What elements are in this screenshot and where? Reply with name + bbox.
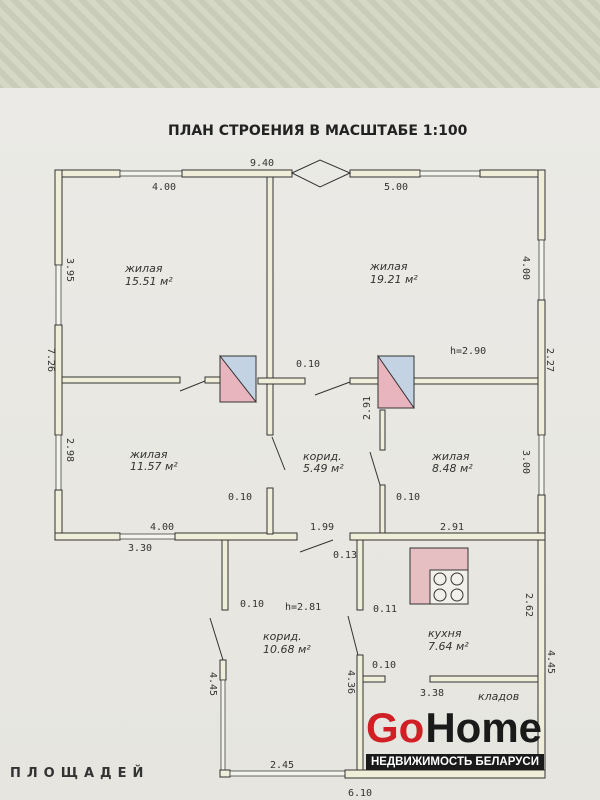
dimension-label: 0.13 (333, 550, 357, 561)
dimension-label: 2.45 (270, 760, 294, 771)
dimension-label: 4.00 (152, 182, 176, 193)
dimension-label: 2.91 (362, 396, 373, 420)
dimension-label: 0.10 (396, 492, 420, 503)
dimension-label: 2.91 (440, 522, 464, 533)
footer-label: ПЛОЩАДЕЙ (10, 766, 150, 781)
room-name: кладов (478, 690, 519, 703)
dimension-label: 7.26 (45, 348, 56, 372)
dimension-label: 2.27 (544, 348, 555, 372)
dimension-label: 0.10 (296, 359, 320, 370)
room-labels: жилая 15.51 м² жилая 19.21 м² жилая 11.5… (124, 260, 519, 703)
fabric-background (0, 0, 600, 92)
room-name: жилая (129, 448, 168, 461)
entrance-door-icon (290, 159, 352, 188)
room-name: жилая (124, 262, 163, 275)
dimension-label: 4.36 (345, 670, 356, 694)
room-area: 5.49 м² (303, 462, 344, 475)
dimension-label: 4.45 (545, 650, 556, 674)
room-area: 11.57 м² (130, 460, 178, 473)
dimension-label: 2.98 (64, 438, 75, 462)
room-area: 19.21 м² (370, 273, 418, 286)
dimension-label: 4.00 (520, 256, 531, 280)
room-area: 8.48 м² (432, 462, 473, 475)
dimension-label: 4.00 (150, 522, 174, 533)
room-name: жилая (369, 260, 408, 273)
dimension-label: 6.10 (348, 788, 372, 799)
dimension-label: 1.99 (310, 522, 334, 533)
logo-home: Home (425, 704, 543, 751)
dimension-label: 3.00 (520, 450, 531, 474)
dimension-label: h=2.81 (285, 602, 321, 613)
room-area: 7.64 м² (428, 640, 469, 653)
logo-go: Go (366, 704, 425, 751)
room-name: корид. (303, 450, 342, 463)
room-name: корид. (263, 630, 302, 643)
gohome-logo: GoHome НЕДВИЖИМОСТЬ БЕЛАРУСИ (366, 706, 566, 770)
dimension-label: 3.95 (64, 258, 75, 282)
dimension-label: 3.38 (420, 688, 444, 699)
dimension-label: h=2.90 (450, 346, 486, 357)
chimney-stove-2-icon (377, 354, 415, 409)
dimension-label: 0.10 (372, 660, 396, 671)
kitchen-stove-icon (409, 547, 469, 605)
dimension-label: 4.45 (207, 672, 218, 696)
logo-tagline: НЕДВИЖИМОСТЬ БЕЛАРУСИ (366, 754, 544, 770)
chimney-stove-1-icon (219, 354, 258, 403)
room-name: жилая (431, 450, 470, 463)
room-area: 15.51 м² (125, 275, 173, 288)
dimension-labels: 9.40 4.00 5.00 3.95 7.26 2.98 4.00 2.27 … (45, 158, 556, 799)
plan-title: ПЛАН СТРОЕНИЯ В МАСШТАБЕ 1:100 (168, 123, 468, 139)
room-name: кухня (428, 627, 462, 640)
walls (54, 169, 546, 779)
door-swing-lines (179, 380, 381, 661)
dimension-label: 0.11 (373, 604, 397, 615)
dimension-label: 5.00 (384, 182, 408, 193)
dimension-label: 3.30 (128, 543, 152, 554)
dimension-label: 9.40 (250, 158, 274, 169)
dimension-label: 0.10 (228, 492, 252, 503)
dimension-label: 2.62 (523, 593, 534, 617)
room-area: 10.68 м² (263, 643, 311, 656)
dimension-label: 0.10 (240, 599, 264, 610)
